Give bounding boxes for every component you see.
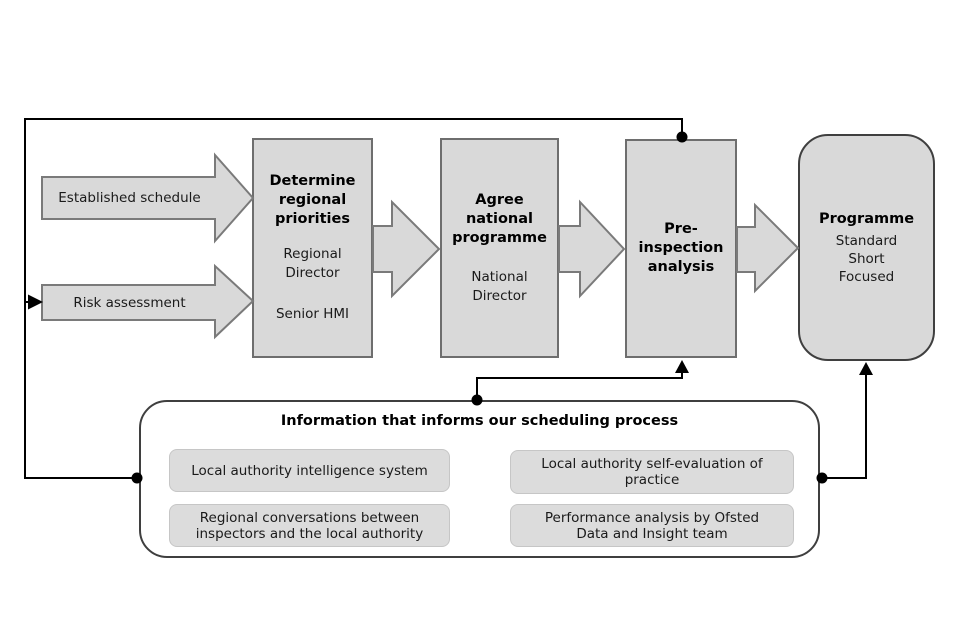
stage-role: National Director — [471, 268, 528, 304]
stage-role: Standard Short Focused — [835, 232, 898, 285]
stage-role: Regional Director — [283, 246, 342, 281]
established-schedule-label: Established schedule — [58, 190, 201, 206]
stage-agree-national-programme: Agree national programme National Direct… — [440, 138, 559, 358]
stage-determine-regional-priorities: Determine regional priorities Regional D… — [252, 138, 373, 358]
arrow-agree-to-preinspection — [558, 199, 626, 299]
info-item-self-evaluation: Local authority self-evaluation of pract… — [510, 450, 794, 494]
stage-programme-output: Programme Standard Short Focused — [798, 134, 935, 361]
arrowhead-into-risk-assessment — [28, 294, 43, 310]
info-to-programme-line — [822, 374, 867, 479]
info-to-preinspection-line — [476, 371, 683, 399]
stage-title: Agree national programme — [452, 191, 547, 246]
arrow-preinspection-to-programme — [736, 202, 800, 294]
info-item-performance-analysis: Performance analysis by Ofsted Data and … — [510, 504, 794, 547]
stage-title: Determine regional priorities — [269, 173, 356, 227]
stage-title: Pre- inspection analysis — [638, 221, 724, 275]
info-panel: Information that informs our scheduling … — [139, 400, 820, 558]
arrow-determine-to-agree — [372, 199, 441, 299]
info-panel-title: Information that informs our scheduling … — [280, 413, 679, 429]
risk-assessment-label: Risk assessment — [73, 294, 186, 311]
stage-role: Senior HMI — [275, 306, 350, 322]
stage-pre-inspection-analysis: Pre- inspection analysis — [625, 139, 737, 358]
info-item-intelligence-system: Local authority intelligence system — [169, 449, 450, 492]
arrowhead-into-programme-bottom — [859, 362, 873, 375]
stage-title: Programme — [818, 210, 915, 227]
arrowhead-into-preinspection-bottom — [675, 360, 689, 373]
info-item-regional-conversations: Regional conversations between inspector… — [169, 504, 450, 547]
